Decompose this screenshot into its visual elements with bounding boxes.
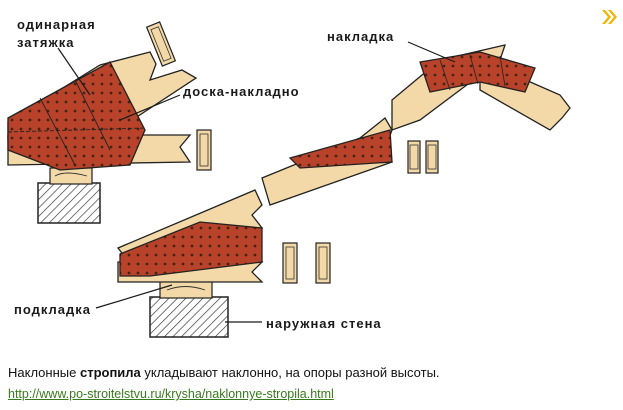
single-tie-section (145, 21, 177, 67)
double-chevron-right-icon[interactable] (600, 8, 618, 26)
caption-bold: стропила (79, 365, 141, 380)
board-sections-lower (282, 242, 331, 284)
caption: Наклонные стропила укладывают наклонно, … (8, 365, 440, 380)
left-node (7, 21, 212, 224)
board-sections-middle (407, 140, 439, 174)
caption-prefix: Наклонные (8, 365, 80, 380)
right-system (116, 44, 571, 338)
single-tie-label-line2: затяжка (17, 35, 75, 50)
source-link[interactable]: http://www.po-stroitelstvu.ru/krysha/nak… (8, 387, 334, 401)
left-board-section (196, 129, 212, 171)
overlay-label: накладка (327, 29, 395, 44)
leader-lines (57, 41, 456, 323)
right-wall (149, 296, 229, 338)
single-tie-label-line1: одинарная (17, 17, 96, 32)
rafter-diagram (7, 21, 571, 338)
caption-suffix: укладывают наклонно, на опоры разной выс… (140, 365, 440, 380)
pad-label: подкладка (14, 302, 92, 317)
board-overlay-label: доска-накладно (183, 84, 300, 99)
left-wall (37, 182, 101, 224)
outer-wall-label: наружная стена (266, 316, 382, 331)
